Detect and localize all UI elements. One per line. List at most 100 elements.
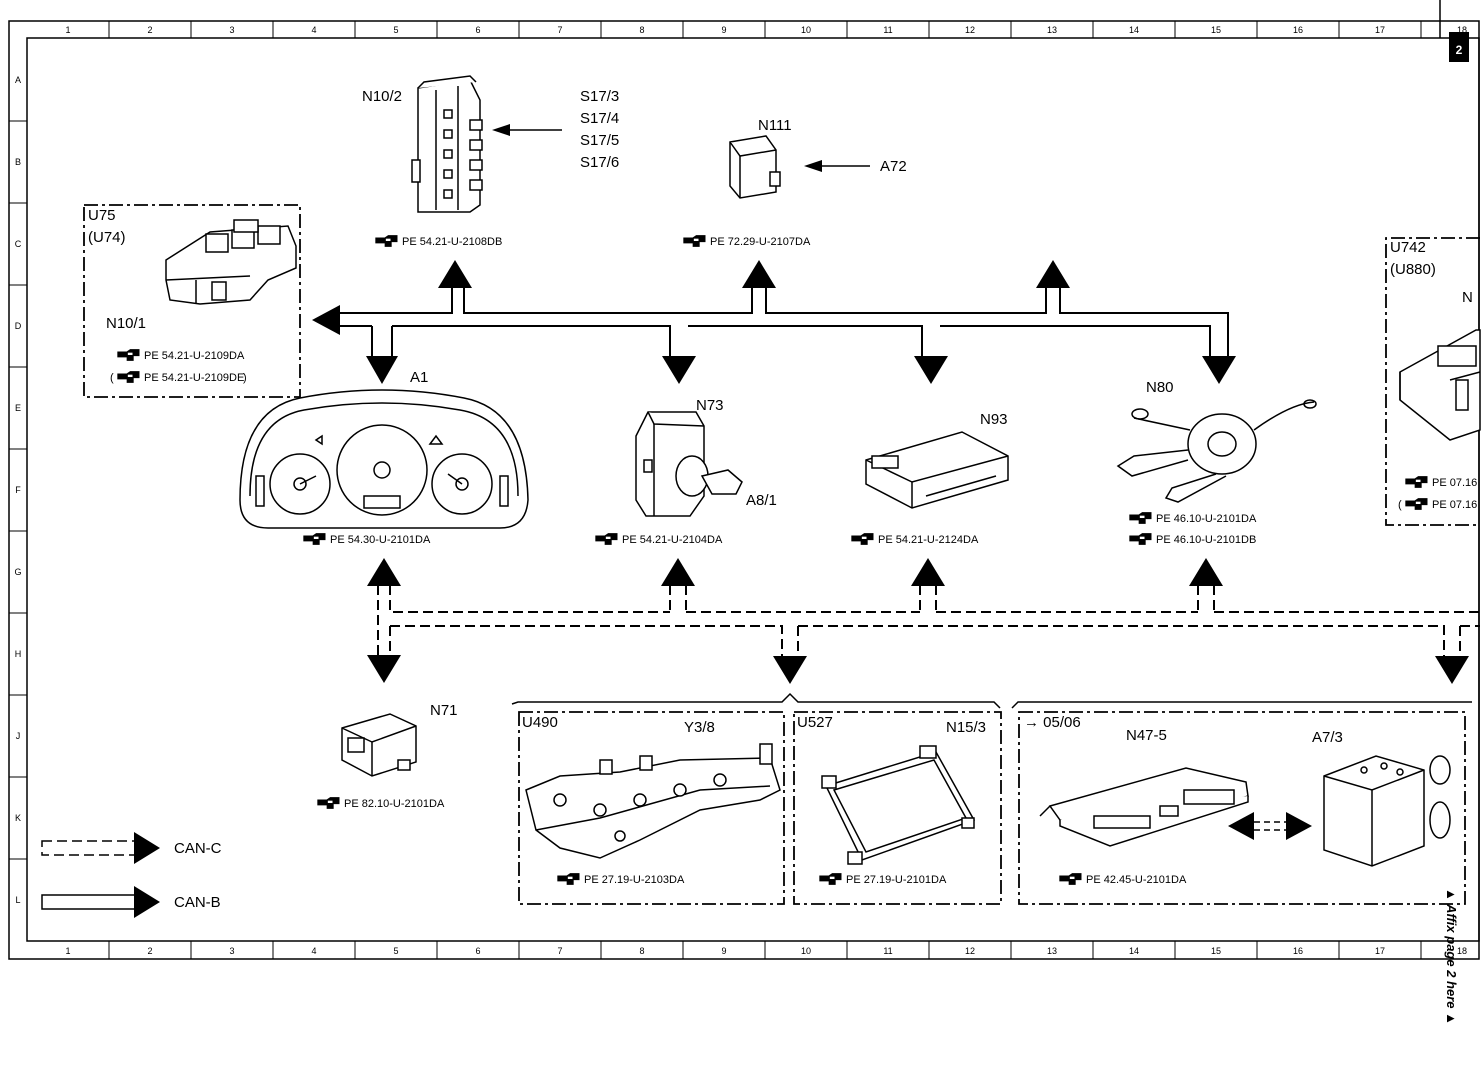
svg-text:12: 12 (965, 25, 975, 35)
label-s17-6: S17/6 (580, 154, 619, 171)
svg-text:9: 9 (721, 946, 726, 956)
n10-2-module-illustration (411, 75, 483, 213)
label-0506: → 05/06 (1024, 714, 1081, 731)
ref-u527: PE 27.19-U-2101DA (846, 874, 947, 886)
grid-column-labels-bottom: 1 2 3 4 5 6 7 8 9 10 11 12 13 14 15 16 1… (65, 946, 1467, 956)
grid-row-labels: A B C D E F G H J K L (14, 75, 21, 905)
n47-a7-arrow (1228, 812, 1312, 840)
label-n73: N73 (696, 397, 724, 414)
label-n93: N93 (980, 411, 1008, 428)
label-u527: U527 (797, 714, 833, 731)
drawing-frame (8, 0, 1480, 960)
affix-page-note: ▲ Affix page 2 here ▲ (1444, 888, 1459, 1025)
svg-text:D: D (15, 321, 22, 331)
svg-text:(: ( (110, 372, 114, 384)
svg-text:8: 8 (639, 25, 644, 35)
label-n111: N111 (758, 117, 792, 134)
can-b-arrowheads (312, 260, 1236, 384)
ref-n10-2: PE 54.21-U-2108DB (402, 236, 502, 248)
svg-text:L: L (15, 895, 20, 905)
svg-text:4: 4 (311, 25, 316, 35)
legend-can-c-label: CAN-C (174, 840, 222, 857)
group-box-u490 (518, 711, 785, 905)
svg-text:18: 18 (1457, 25, 1467, 35)
label-n80: N80 (1146, 379, 1174, 396)
legend-can-b-label: CAN-B (174, 894, 221, 911)
ref-n93: PE 54.21-U-2124DA (878, 534, 979, 546)
svg-text:8: 8 (639, 946, 644, 956)
n10-1-relay-illustration (165, 219, 297, 305)
n73-ignition-switch-illustration (635, 411, 743, 517)
label-a1: A1 (410, 369, 428, 386)
svg-text:): ) (243, 372, 247, 384)
grid-ticks (9, 21, 1422, 959)
label-s17-4: S17/4 (580, 110, 619, 127)
svg-text:17: 17 (1375, 25, 1385, 35)
svg-text:9: 9 (721, 25, 726, 35)
svg-text:6: 6 (475, 946, 480, 956)
can-c-arrowheads (367, 558, 1469, 684)
n47-5-control-unit-illustration (1039, 767, 1249, 847)
label-u880: (U880) (1390, 261, 1436, 278)
y3-8-valve-body-illustration (525, 743, 781, 859)
svg-text:18: 18 (1457, 946, 1467, 956)
label-u490: U490 (522, 714, 558, 731)
component-labels: N10/2 S17/3 S17/4 S17/5 S17/6 PE 54.21-U… (88, 88, 1477, 886)
svg-text:6: 6 (475, 25, 480, 35)
svg-text:A: A (15, 75, 21, 85)
ref-u490: PE 27.19-U-2103DA (584, 874, 685, 886)
label-a8-1: A8/1 (746, 492, 777, 509)
legend-can-c: CAN-C (41, 832, 222, 864)
ref-n80-2: PE 46.10-U-2101DB (1156, 534, 1256, 546)
ref-n80-1: PE 46.10-U-2101DA (1156, 513, 1257, 525)
n80-steering-switch-illustration (1116, 399, 1317, 503)
svg-text:2: 2 (147, 25, 152, 35)
page-marker: 2 (1456, 43, 1463, 57)
svg-text:16: 16 (1293, 25, 1303, 35)
svg-text:G: G (14, 567, 21, 577)
svg-text:1: 1 (65, 946, 70, 956)
label-a7-3: A7/3 (1312, 729, 1343, 746)
legend-can-b: CAN-B (41, 886, 221, 918)
svg-text:4: 4 (311, 946, 316, 956)
legend: CAN-C CAN-B (41, 832, 222, 918)
svg-text:15: 15 (1211, 946, 1221, 956)
a72-arrow (804, 160, 870, 172)
svg-text:B: B (15, 157, 21, 167)
svg-text:H: H (15, 649, 22, 659)
label-n10-2: N10/2 (362, 88, 402, 105)
n71-module-illustration (341, 713, 417, 777)
svg-text:17: 17 (1375, 946, 1385, 956)
a1-instrument-cluster-illustration (239, 389, 529, 529)
svg-text:7: 7 (557, 946, 562, 956)
svg-text:14: 14 (1129, 25, 1139, 35)
label-s17-5: S17/5 (580, 132, 619, 149)
svg-text:15: 15 (1211, 25, 1221, 35)
s17-arrow (492, 124, 562, 136)
label-s17-3: S17/3 (580, 88, 619, 105)
svg-text:10: 10 (801, 25, 811, 35)
label-u742: U742 (1390, 239, 1426, 256)
label-u742-sub: N (1462, 289, 1473, 306)
svg-text:11: 11 (883, 25, 892, 35)
svg-text:13: 13 (1047, 946, 1057, 956)
ref-u742-1: PE 07.16 (1432, 477, 1477, 489)
label-u74: (U74) (88, 229, 126, 246)
label-n15-3: N15/3 (946, 719, 986, 736)
group-box-u742 (1385, 237, 1480, 526)
svg-text:10: 10 (801, 946, 811, 956)
svg-text:2: 2 (147, 946, 152, 956)
u742-module-illustration (1399, 329, 1481, 441)
svg-text:E: E (15, 403, 21, 413)
grid-column-labels-top: 1 2 3 4 5 6 7 8 9 10 11 12 13 14 15 16 1… (65, 25, 1467, 35)
ref-u75-2: PE 54.21-U-2109DE (144, 372, 244, 384)
label-u75: U75 (88, 207, 116, 224)
label-n71: N71 (430, 702, 458, 719)
group-box-u527 (793, 711, 1002, 905)
svg-text:12: 12 (965, 946, 975, 956)
label-y3-8: Y3/8 (684, 719, 715, 736)
n111-module-illustration (729, 135, 781, 199)
group-box-u75 (83, 204, 301, 398)
can-b-bus (340, 285, 1229, 356)
a7-3-hydraulic-unit-illustration (1323, 755, 1451, 867)
